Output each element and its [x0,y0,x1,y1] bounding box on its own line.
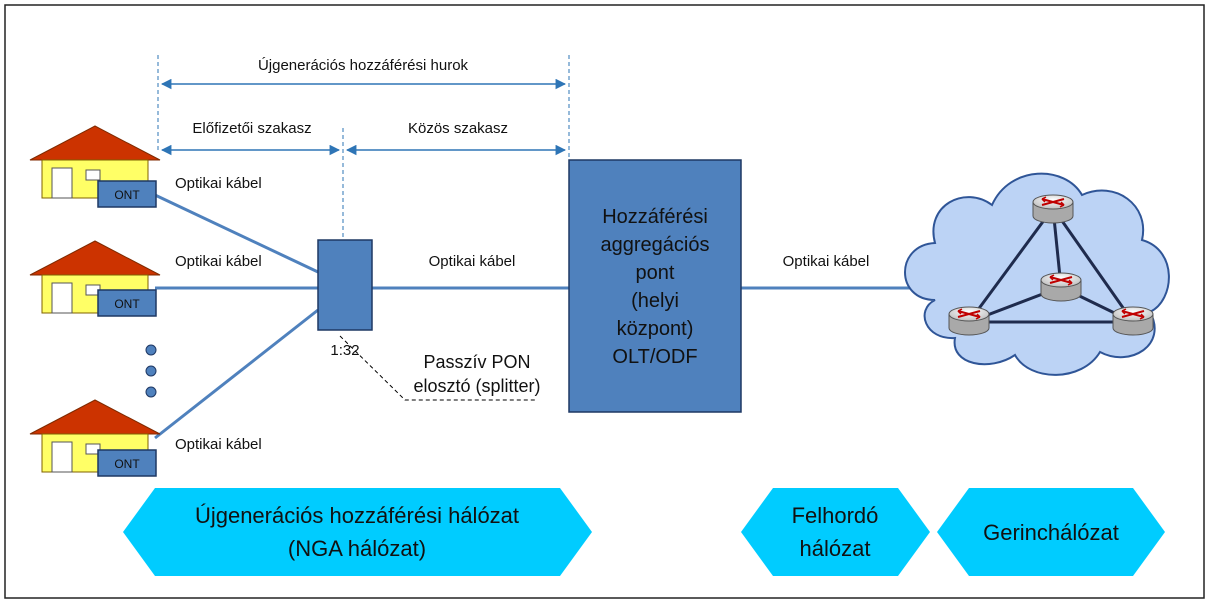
hexagon-backhaul [741,488,930,576]
hexagon-nga-line2: (NGA hálózat) [288,536,426,561]
aggregation-point-box [568,159,742,413]
cables [154,193,925,440]
more-subscribers-dots [145,344,157,398]
ont-label: ONT [114,457,140,471]
router-icon [1040,272,1082,302]
cable-label-house3: Optikai kábel [175,436,262,453]
aggregation-line-1: Hozzáférési [602,206,708,228]
router-icon [948,306,990,336]
ont-device: ONT [97,289,157,317]
aggregation-line-4: (helyi [631,290,679,312]
bracket-left-label: Előfizetői szakasz [192,120,311,137]
hexagon-core [937,488,1165,576]
cable-label-backhaul: Optikai kábel [783,253,870,270]
aggregation-point-text: Hozzáférési aggregációs pont (helyi közp… [601,206,710,368]
splitter-callout [339,335,535,401]
ont-label: ONT [114,297,140,311]
ont-device: ONT [97,449,157,477]
ont-label: ONT [114,188,140,202]
router-icon [1032,194,1074,224]
cable-label-house2: Optikai kábel [175,253,262,270]
dashed-guides [157,55,570,240]
house-icon [29,125,161,199]
splitter-ratio: 1:32 [330,342,359,359]
splitter-name-line2: elosztó (splitter) [413,376,540,396]
splitter-name-line1: Passzív PON [423,352,530,372]
hexagon-nga-line1: Újgenerációs hozzáférési hálózat [195,503,519,528]
diagram-frame [4,4,1205,599]
aggregation-line-2: aggregációs [601,234,710,256]
hexagon-nga [123,488,592,576]
bracket-top-label: Újgenerációs hozzáférési hurok [258,57,469,74]
cable-label-trunk: Optikai kábel [429,253,516,270]
hexagon-backhaul-line2: hálózat [800,536,871,561]
ont-device: ONT [97,180,157,208]
router-icon [1112,306,1154,336]
aggregation-line-6: OLT/ODF [612,346,697,368]
hexagon-core-label: Gerinchálózat [983,520,1119,545]
bracket-right-label: Közös szakasz [408,120,508,137]
hexagon-backhaul-line1: Felhordó [792,503,879,528]
aggregation-line-3: pont [636,262,675,284]
splitter-box [317,239,373,331]
aggregation-line-5: központ) [617,318,694,340]
cable-label-house1: Optikai kábel [175,175,262,192]
